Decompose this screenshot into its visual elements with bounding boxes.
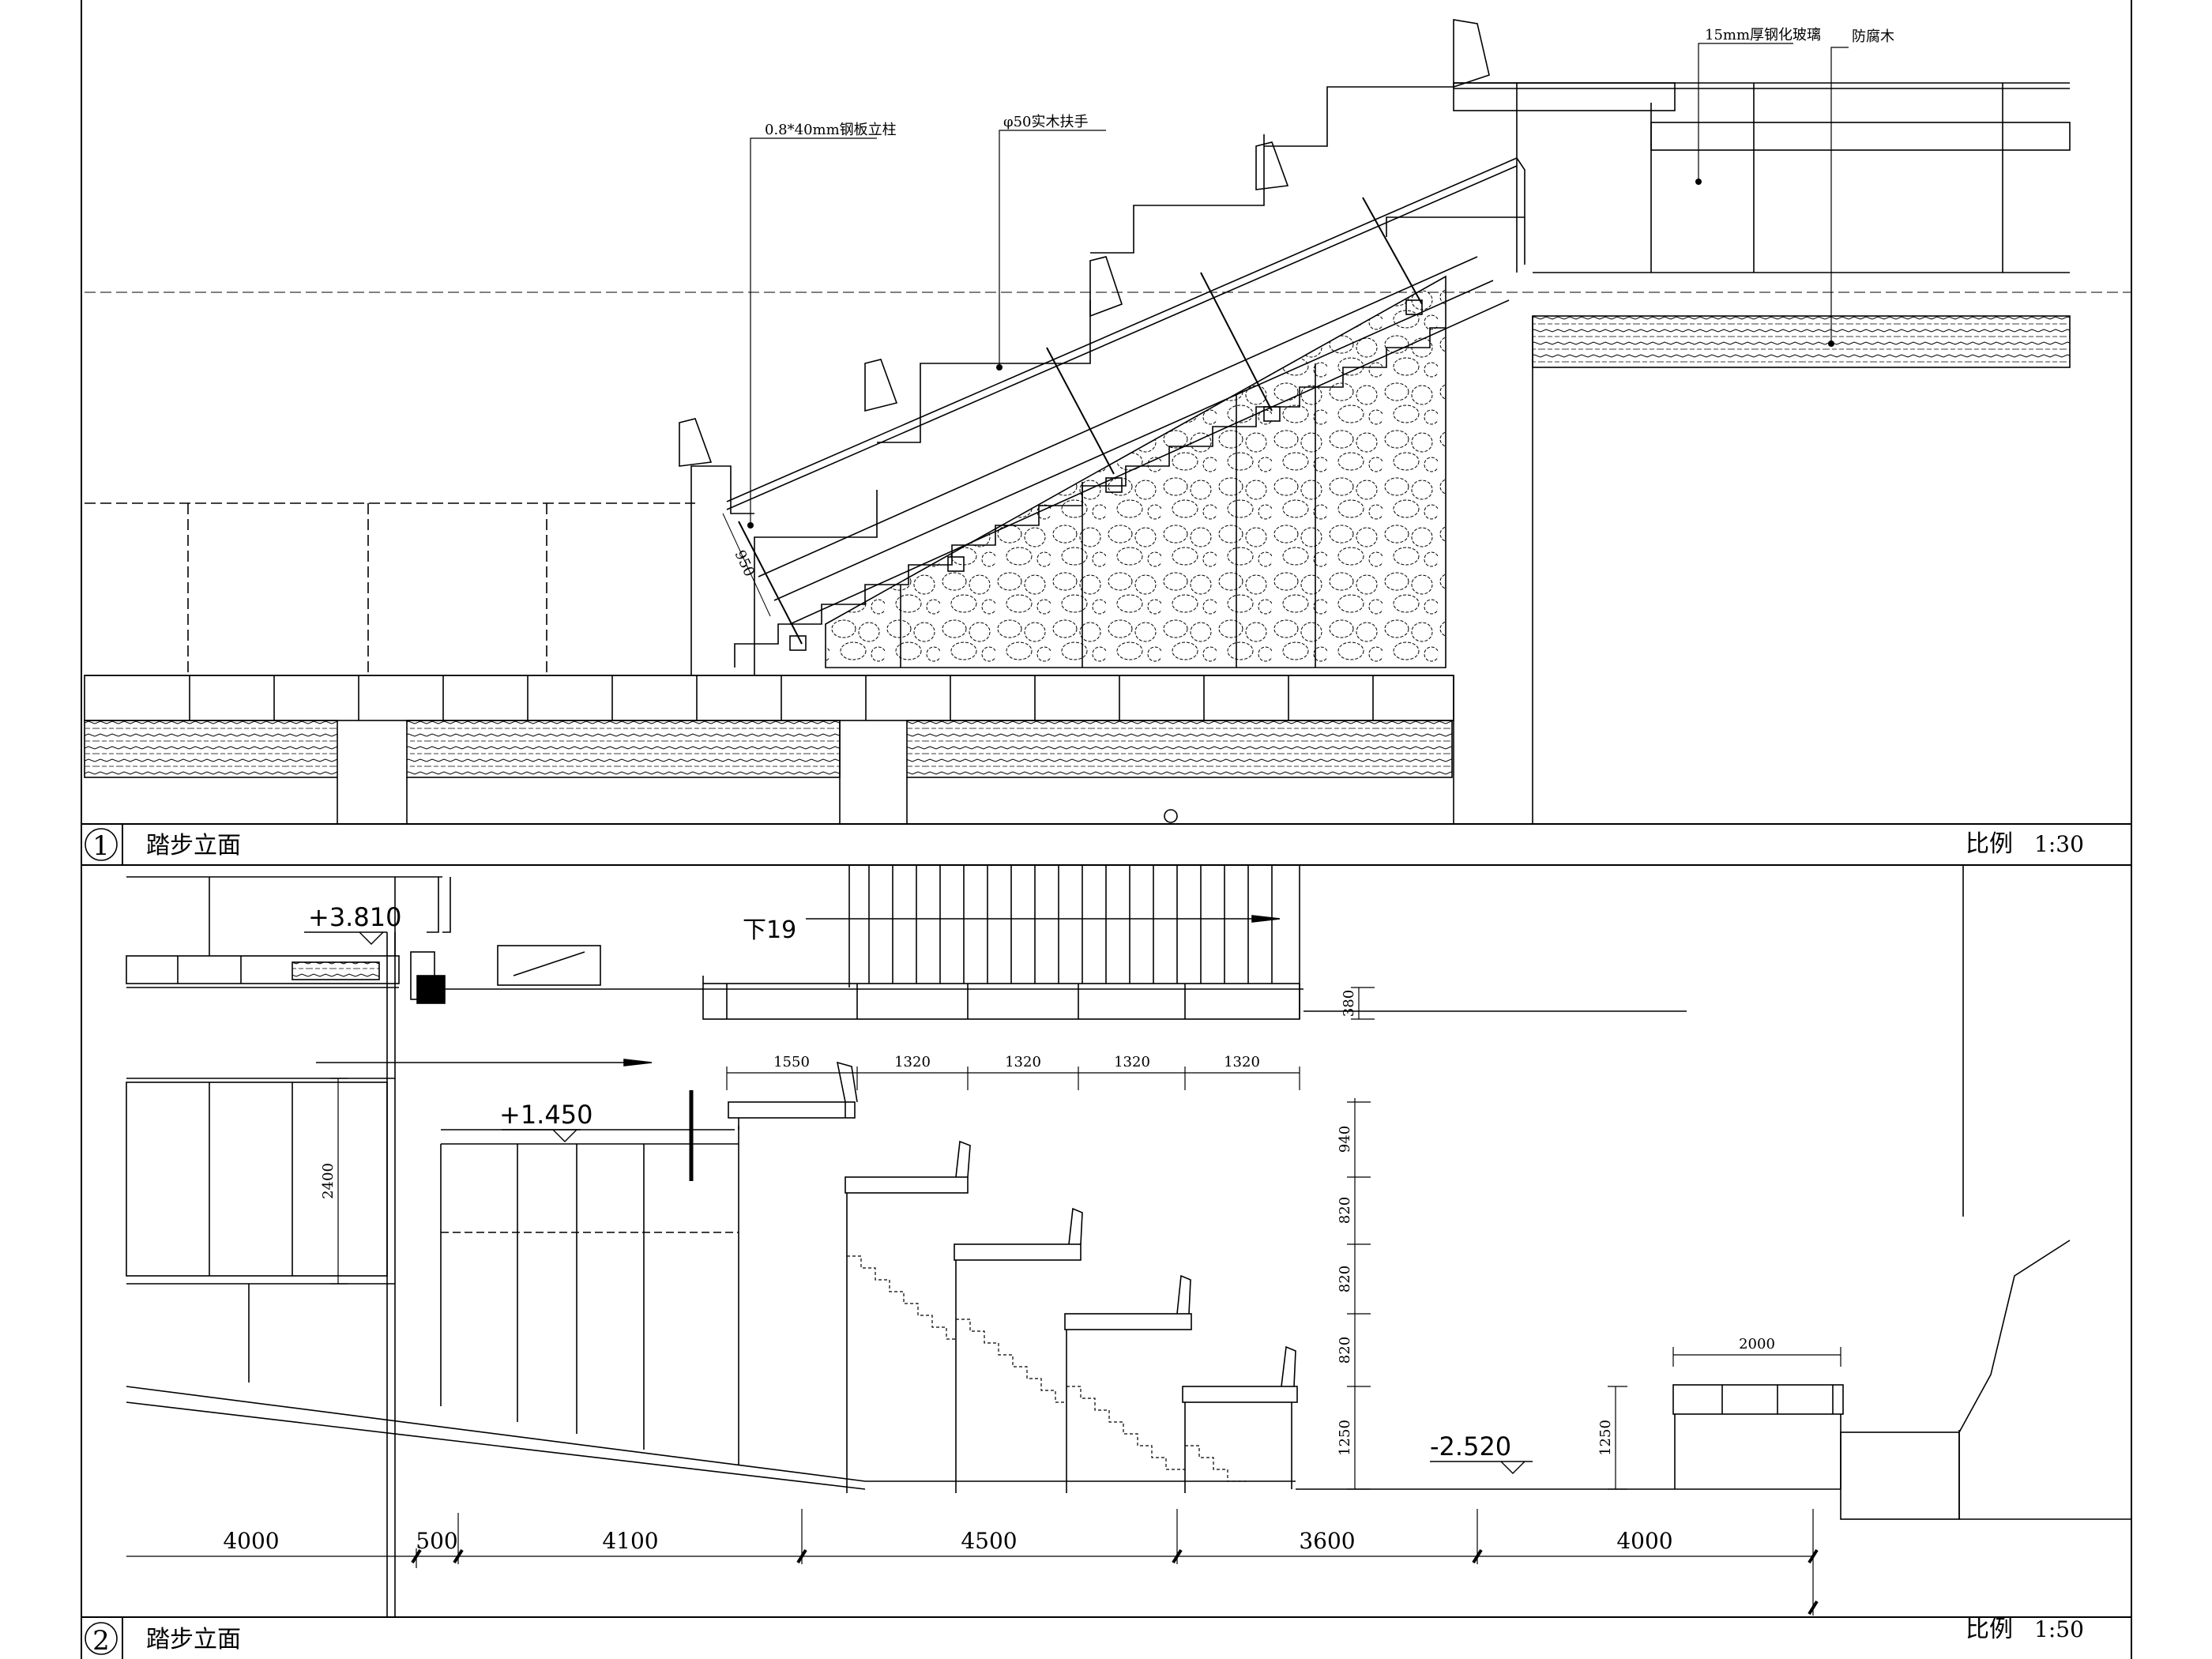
dim-bottom-4: 4500: [961, 1528, 1017, 1554]
label-handrail: φ50实木扶手: [1003, 114, 1089, 130]
view2-dimensions: [126, 987, 1841, 1616]
view2-elevation: [126, 865, 2131, 1617]
stair-down-label: 下19: [743, 916, 796, 944]
view1-scale-label: 比例: [1966, 830, 2013, 858]
level-markers: [304, 931, 1533, 1474]
level-3810: +3.810: [308, 902, 401, 932]
view2-title: 踏步立面: [146, 1626, 241, 1653]
label-post: 0.8*40mm钢板立柱: [765, 122, 897, 138]
level-1450: +1.450: [499, 1100, 592, 1130]
view1-elevation: [84, 19, 2131, 824]
dim-bottom-2: 500: [416, 1528, 457, 1554]
dim-top-2: 1320: [894, 1054, 931, 1070]
label-timber: 防腐木: [1852, 28, 1894, 45]
dim-top-4: 1320: [1114, 1054, 1150, 1070]
dim-bottom-6: 4000: [1616, 1528, 1672, 1554]
sheet-frame: [81, 0, 2132, 1659]
dim-right-3: 820: [1337, 1266, 1353, 1292]
dim-2400: 2400: [320, 1163, 337, 1199]
dim-top-5: 1320: [1224, 1054, 1260, 1070]
dim-right-4: 820: [1337, 1337, 1353, 1364]
label-rail-height: 950: [731, 547, 758, 579]
label-glass: 15mm厚钢化玻璃: [1705, 27, 1821, 43]
level-minus-2520: -2.520: [1430, 1431, 1511, 1462]
dim-right-1: 940: [1337, 1126, 1353, 1153]
dim-380: 380: [1341, 990, 1357, 1017]
view2-dim-ticks: [411, 1548, 1819, 1616]
view1-index: 1: [92, 830, 110, 862]
view1-leader-dots: [747, 179, 1834, 529]
dim-bottom-1: 4000: [223, 1528, 279, 1554]
dim-2000: 2000: [1739, 1336, 1775, 1352]
dim-top-1: 1550: [773, 1054, 810, 1070]
dim-right-2: 820: [1337, 1197, 1353, 1224]
view1-leaders: [750, 43, 1849, 525]
view2-index: 2: [92, 1625, 110, 1657]
view2-scale-label: 比例: [1966, 1616, 2013, 1643]
dim-top-3: 1320: [1005, 1054, 1041, 1070]
dim-1250-right: 1250: [1597, 1420, 1614, 1456]
dim-right-5: 1250: [1337, 1420, 1353, 1456]
view1-title: 踏步立面: [146, 832, 241, 860]
view1-index-circle: [85, 828, 118, 861]
view2-scale-value: 1:50: [2034, 1616, 2084, 1642]
dim-bottom-5: 3600: [1299, 1528, 1355, 1554]
view2-index-circle: [85, 1622, 118, 1655]
dim-bottom-3: 4100: [602, 1528, 658, 1554]
view1-scale-value: 1:30: [2034, 831, 2084, 857]
